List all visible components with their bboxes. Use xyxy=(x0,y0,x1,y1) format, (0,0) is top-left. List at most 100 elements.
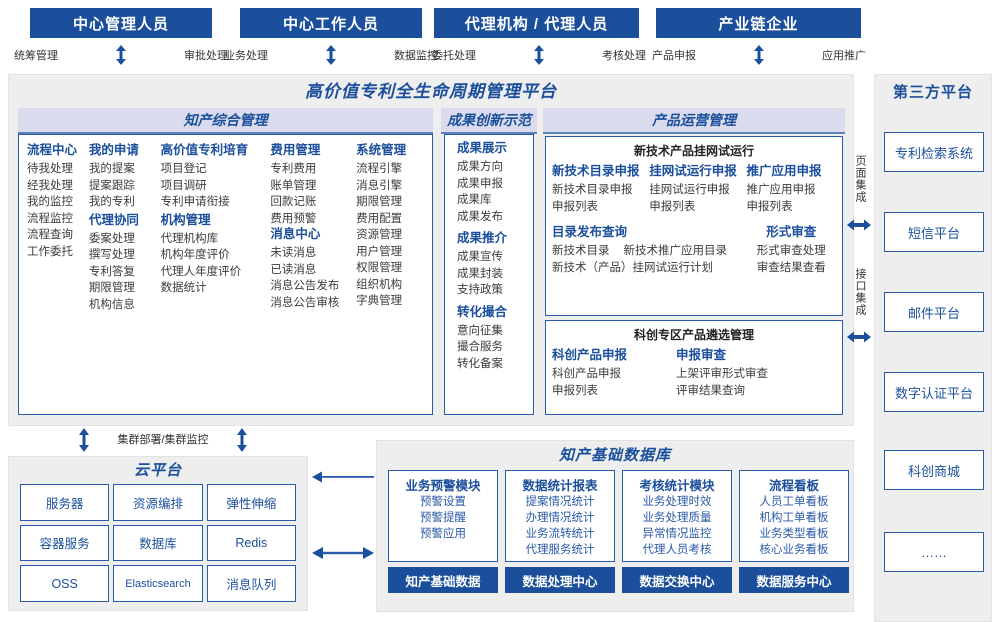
menu-item[interactable]: 机构年度评价 xyxy=(160,249,230,261)
db-item[interactable]: 异常情况监控 xyxy=(642,528,712,540)
menu-item[interactable]: 费用预警 xyxy=(270,212,317,225)
menu-item[interactable]: 形式审查处理 xyxy=(756,245,826,257)
third-party-box-digital-cert[interactable]: 数字认证平台 xyxy=(884,372,984,412)
db-item[interactable]: 业务处理质量 xyxy=(642,512,712,524)
role-bar-1[interactable]: 中心工作人员 xyxy=(240,8,422,38)
menu-item[interactable]: 流程监控 xyxy=(27,212,73,225)
db-item[interactable]: 业务流转统计 xyxy=(525,528,595,540)
db-footer-processing-center[interactable]: 数据处理中心 xyxy=(505,567,615,593)
menu-item[interactable]: 提案跟踪 xyxy=(88,179,135,192)
menu-item[interactable]: 专利答复 xyxy=(88,265,135,278)
cloud-cell-message-queue[interactable]: 消息队列 xyxy=(206,565,296,602)
menu-item[interactable]: 费用配置 xyxy=(356,212,403,225)
role-bar-2[interactable]: 代理机构 / 代理人员 xyxy=(434,8,639,38)
menu-item[interactable]: 权限管理 xyxy=(356,262,403,274)
menu-item[interactable]: 待我处理 xyxy=(27,163,73,175)
menu-item[interactable]: 新技术推广应用目录 xyxy=(623,245,728,257)
cloud-cell-oss[interactable]: OSS xyxy=(20,565,110,602)
cloud-cell-database[interactable]: 数据库 xyxy=(113,524,203,562)
db-item[interactable]: 业务处理时效 xyxy=(642,496,712,508)
db-item[interactable]: 提案情况统计 xyxy=(525,496,595,508)
cloud-cell-server[interactable]: 服务器 xyxy=(20,484,110,521)
db-item[interactable]: 代理服务统计 xyxy=(525,544,595,556)
third-party-box-patent-search[interactable]: 专利检索系统 xyxy=(884,132,984,172)
menu-item[interactable]: 专利费用 xyxy=(270,163,317,175)
menu-item[interactable]: 申报列表 xyxy=(552,200,598,213)
db-item[interactable]: 预警设置 xyxy=(420,496,466,508)
third-party-box-sms[interactable]: 短信平台 xyxy=(884,212,984,252)
menu-item[interactable]: 组织机构 xyxy=(356,278,403,291)
third-party-box-more[interactable]: …… xyxy=(884,532,984,572)
db-item[interactable]: 办理情况统计 xyxy=(525,512,595,524)
menu-item[interactable]: 代理人年度评价 xyxy=(160,265,242,278)
menu-item[interactable]: 我的专利 xyxy=(88,196,135,208)
menu-item[interactable]: 未读消息 xyxy=(270,247,317,259)
db-item[interactable]: 核心业务看板 xyxy=(759,544,829,556)
menu-item[interactable]: 撮合服务 xyxy=(457,341,503,353)
menu-item[interactable]: 成果发布 xyxy=(457,210,503,223)
menu-item[interactable]: 申报列表 xyxy=(552,384,598,397)
db-item[interactable]: 机构工单看板 xyxy=(759,512,829,524)
third-party-box-innovation-mall[interactable]: 科创商城 xyxy=(884,450,984,490)
menu-item[interactable]: 撰写处理 xyxy=(88,249,135,261)
menu-item[interactable]: 新技术（产品）挂网试运行计划 xyxy=(552,261,713,274)
menu-item[interactable]: 资源管理 xyxy=(356,229,403,241)
cloud-cell-elasticsearch[interactable]: Elasticsearch xyxy=(113,565,203,602)
menu-item[interactable]: 消息引擎 xyxy=(356,179,403,192)
menu-item[interactable]: 期限管理 xyxy=(356,196,403,208)
menu-item[interactable]: 推广应用申报 xyxy=(746,184,816,196)
menu-item[interactable]: 专利申请衔接 xyxy=(160,196,230,208)
menu-item[interactable]: 新技术目录申报 xyxy=(552,184,633,196)
menu-item[interactable]: 成果方向 xyxy=(457,161,503,173)
menu-item[interactable]: 科创产品申报 xyxy=(552,368,621,380)
menu-item[interactable]: 账单管理 xyxy=(270,179,317,192)
menu-item[interactable]: 审查结果查看 xyxy=(756,261,826,274)
db-item[interactable]: 预警提醒 xyxy=(420,512,466,524)
menu-item[interactable]: 成果宣传 xyxy=(457,251,503,263)
db-item[interactable]: 预警应用 xyxy=(420,528,466,540)
menu-item[interactable]: 消息公告发布 xyxy=(270,280,340,292)
third-party-box-email[interactable]: 邮件平台 xyxy=(884,292,984,332)
cloud-cell-orchestration[interactable]: 资源编排 xyxy=(113,484,203,521)
db-item[interactable]: 代理人员考核 xyxy=(642,544,712,556)
menu-item[interactable]: 机构信息 xyxy=(88,298,135,311)
menu-item[interactable]: 支持政策 xyxy=(457,284,503,296)
menu-item[interactable]: 委案处理 xyxy=(88,232,135,245)
db-footer-basic-data[interactable]: 知产基础数据 xyxy=(388,567,498,593)
menu-item[interactable]: 数据统计 xyxy=(160,282,207,294)
menu-item[interactable]: 成果申报 xyxy=(457,177,503,190)
menu-item[interactable]: 项目登记 xyxy=(160,163,207,175)
cloud-cell-autoscaling[interactable]: 弹性伸缩 xyxy=(206,484,296,521)
db-footer-exchange-center[interactable]: 数据交换中心 xyxy=(622,567,732,593)
menu-item[interactable]: 用户管理 xyxy=(356,245,403,258)
role-bar-0[interactable]: 中心管理人员 xyxy=(30,8,212,38)
menu-item[interactable]: 代理机构库 xyxy=(160,232,219,245)
db-item[interactable]: 业务类型看板 xyxy=(759,528,829,540)
db-item[interactable]: 人员工单看板 xyxy=(759,496,829,508)
menu-item[interactable]: 消息公告审核 xyxy=(270,296,340,309)
menu-item[interactable]: 我的提案 xyxy=(88,163,135,175)
menu-item[interactable]: 经我处理 xyxy=(27,179,73,192)
menu-item[interactable]: 上架评审形式审查 xyxy=(676,368,768,380)
cloud-cell-redis[interactable]: Redis xyxy=(206,524,296,562)
menu-item[interactable]: 评审结果查询 xyxy=(676,384,745,397)
role-bar-3[interactable]: 产业链企业 xyxy=(656,8,861,38)
db-footer-service-center[interactable]: 数据服务中心 xyxy=(739,567,849,593)
menu-item[interactable]: 字典管理 xyxy=(356,295,403,307)
menu-item[interactable]: 工作委托 xyxy=(27,245,73,258)
menu-item[interactable]: 期限管理 xyxy=(88,282,135,294)
cloud-cell-container[interactable]: 容器服务 xyxy=(20,524,110,562)
menu-item[interactable]: 转化备案 xyxy=(457,357,503,370)
menu-item[interactable]: 申报列表 xyxy=(746,200,793,213)
menu-item[interactable]: 已读消息 xyxy=(270,263,317,276)
menu-item[interactable]: 意向征集 xyxy=(457,324,503,337)
menu-item[interactable]: 流程查询 xyxy=(27,229,73,241)
menu-item[interactable]: 回款记账 xyxy=(270,196,317,208)
menu-item[interactable]: 我的监控 xyxy=(27,196,73,208)
menu-item[interactable]: 新技术目录 xyxy=(552,245,610,257)
menu-item[interactable]: 成果库 xyxy=(457,194,492,206)
menu-item[interactable]: 挂网试运行申报 xyxy=(649,184,730,196)
menu-item[interactable]: 流程引擎 xyxy=(356,163,403,175)
menu-item[interactable]: 成果封装 xyxy=(457,267,503,280)
menu-item[interactable]: 项目调研 xyxy=(160,179,207,192)
